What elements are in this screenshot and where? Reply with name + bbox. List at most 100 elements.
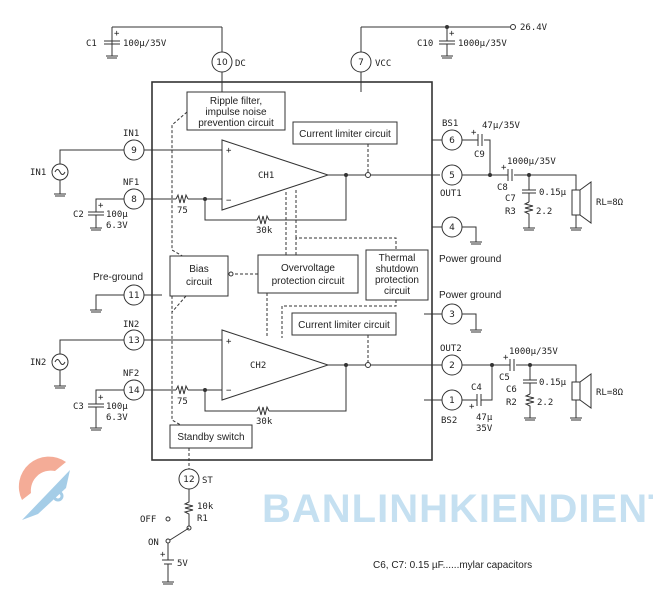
r3-value: 2.2 <box>536 207 552 217</box>
svg-text:+: + <box>226 146 232 156</box>
r30k-2-value: 30k <box>256 417 273 427</box>
svg-text:+: + <box>471 128 477 138</box>
c4-label: C4 <box>471 383 482 393</box>
svg-text:11: 11 <box>128 291 139 301</box>
c9-value: 47µ/35V <box>482 121 521 131</box>
c9-capacitor <box>477 134 483 146</box>
r30k-1-resistor <box>256 214 270 225</box>
c3-capacitor <box>88 403 104 431</box>
r3-label: R3 <box>505 207 516 217</box>
svg-text:9: 9 <box>131 146 137 156</box>
pin-3-label: Power ground <box>439 290 501 301</box>
r1-resistor <box>183 489 194 527</box>
ch2-label: CH2 <box>250 361 266 371</box>
battery-label: 5V <box>177 559 188 569</box>
vcc-label: VCC <box>375 59 391 69</box>
c4-capacitor <box>476 394 482 406</box>
standby-switch-block <box>169 424 253 449</box>
svg-text:Thermal: Thermal <box>379 253 416 264</box>
speaker-1 <box>570 181 592 231</box>
bias-standby-link <box>171 281 187 429</box>
r2-resistor <box>524 393 535 418</box>
svg-text:14: 14 <box>128 386 140 396</box>
c6-capacitor <box>523 365 537 394</box>
rl1-label: RL=8Ω <box>596 198 624 208</box>
svg-text:Current limiter circuit: Current limiter circuit <box>299 129 391 140</box>
r1-label: R1 <box>197 514 208 524</box>
r2-value: 2.2 <box>537 398 553 408</box>
r75-2-resistor <box>175 384 189 395</box>
svg-text:+: + <box>469 402 475 412</box>
c7-value: 0.15µ <box>539 188 567 198</box>
svg-text:5: 5 <box>449 171 455 181</box>
svg-text:10: 10 <box>216 58 228 68</box>
pin-1-label: BS2 <box>441 416 457 426</box>
c1-label: C1 <box>86 39 97 49</box>
svg-text:+: + <box>114 29 120 39</box>
svg-text:prevention circuit: prevention circuit <box>198 118 274 129</box>
ripple-filter-block <box>186 91 286 131</box>
c6-label: C6 <box>506 385 517 395</box>
supply-voltage: 26.4V <box>520 23 548 33</box>
c1-value: 100µ/35V <box>123 39 167 49</box>
pin-9-label: IN1 <box>123 129 139 139</box>
svg-text:+: + <box>449 29 455 39</box>
ic-outline <box>151 81 433 461</box>
pin-12-label: ST <box>202 476 213 486</box>
svg-text:6.3V: 6.3V <box>106 221 128 231</box>
svg-text:circuit: circuit <box>186 277 212 288</box>
c2-label: C2 <box>73 210 84 220</box>
r30k-2-resistor <box>256 405 270 416</box>
svg-text:+: + <box>503 353 509 363</box>
pin-6-label: BS1 <box>442 119 458 129</box>
svg-text:6.3V: 6.3V <box>106 413 128 423</box>
thermal-ch1-link <box>295 237 397 255</box>
c10-capacitor <box>439 27 455 59</box>
c7-capacitor <box>522 175 536 202</box>
r2-label: R2 <box>506 398 517 408</box>
c2-capacitor <box>88 211 104 231</box>
c5-label: C5 <box>499 373 510 383</box>
vcc-wire <box>360 26 510 52</box>
svg-text:−: − <box>226 196 232 206</box>
in1-source-label: IN1 <box>30 168 46 178</box>
pin-11-label: Pre-ground <box>93 272 143 283</box>
c10-value: 1000µ/35V <box>458 39 507 49</box>
pin-2-label: OUT2 <box>440 344 462 354</box>
ch1-amplifier <box>221 139 330 211</box>
c8-label: C8 <box>497 183 508 193</box>
r75-2-value: 75 <box>177 397 188 407</box>
svg-text:protection: protection <box>375 275 419 286</box>
c9-label: C9 <box>474 150 485 160</box>
bias-circuit-block <box>169 255 229 297</box>
svg-text:Bias: Bias <box>189 264 208 275</box>
r1-value: 10k <box>197 502 214 512</box>
c1-capacitor <box>104 40 120 59</box>
c10-label: C10 <box>417 39 433 49</box>
svg-text:100µ: 100µ <box>106 210 128 220</box>
svg-text:protection circuit: protection circuit <box>272 276 345 287</box>
r3-resistor <box>523 201 534 228</box>
mylar-note: C6, C7: 0.15 µF......mylar capacitors <box>373 560 532 571</box>
c6-value: 0.15µ <box>539 378 567 388</box>
thermal-shutdown-block <box>365 249 429 301</box>
svg-text:−: − <box>226 386 232 396</box>
svg-text:6: 6 <box>449 136 455 146</box>
svg-text:shutdown: shutdown <box>376 264 419 275</box>
r30k-1-value: 30k <box>256 226 273 236</box>
overvoltage-protection-block <box>257 254 359 294</box>
watermark-logo <box>18 456 70 520</box>
svg-text:+: + <box>226 337 232 347</box>
switch-off-label: OFF <box>140 515 156 525</box>
pin-14-label: NF2 <box>123 369 139 379</box>
svg-text:100µ: 100µ <box>106 402 128 412</box>
standby-switch-toggle[interactable] <box>169 527 190 541</box>
svg-text:3: 3 <box>449 310 455 320</box>
svg-text:8: 8 <box>131 195 137 205</box>
battery-5v <box>162 543 174 585</box>
c3-label: C3 <box>73 402 84 412</box>
c5-value: 1000µ/35V <box>509 347 558 357</box>
speaker-2 <box>570 373 592 421</box>
svg-text:1: 1 <box>449 396 455 406</box>
